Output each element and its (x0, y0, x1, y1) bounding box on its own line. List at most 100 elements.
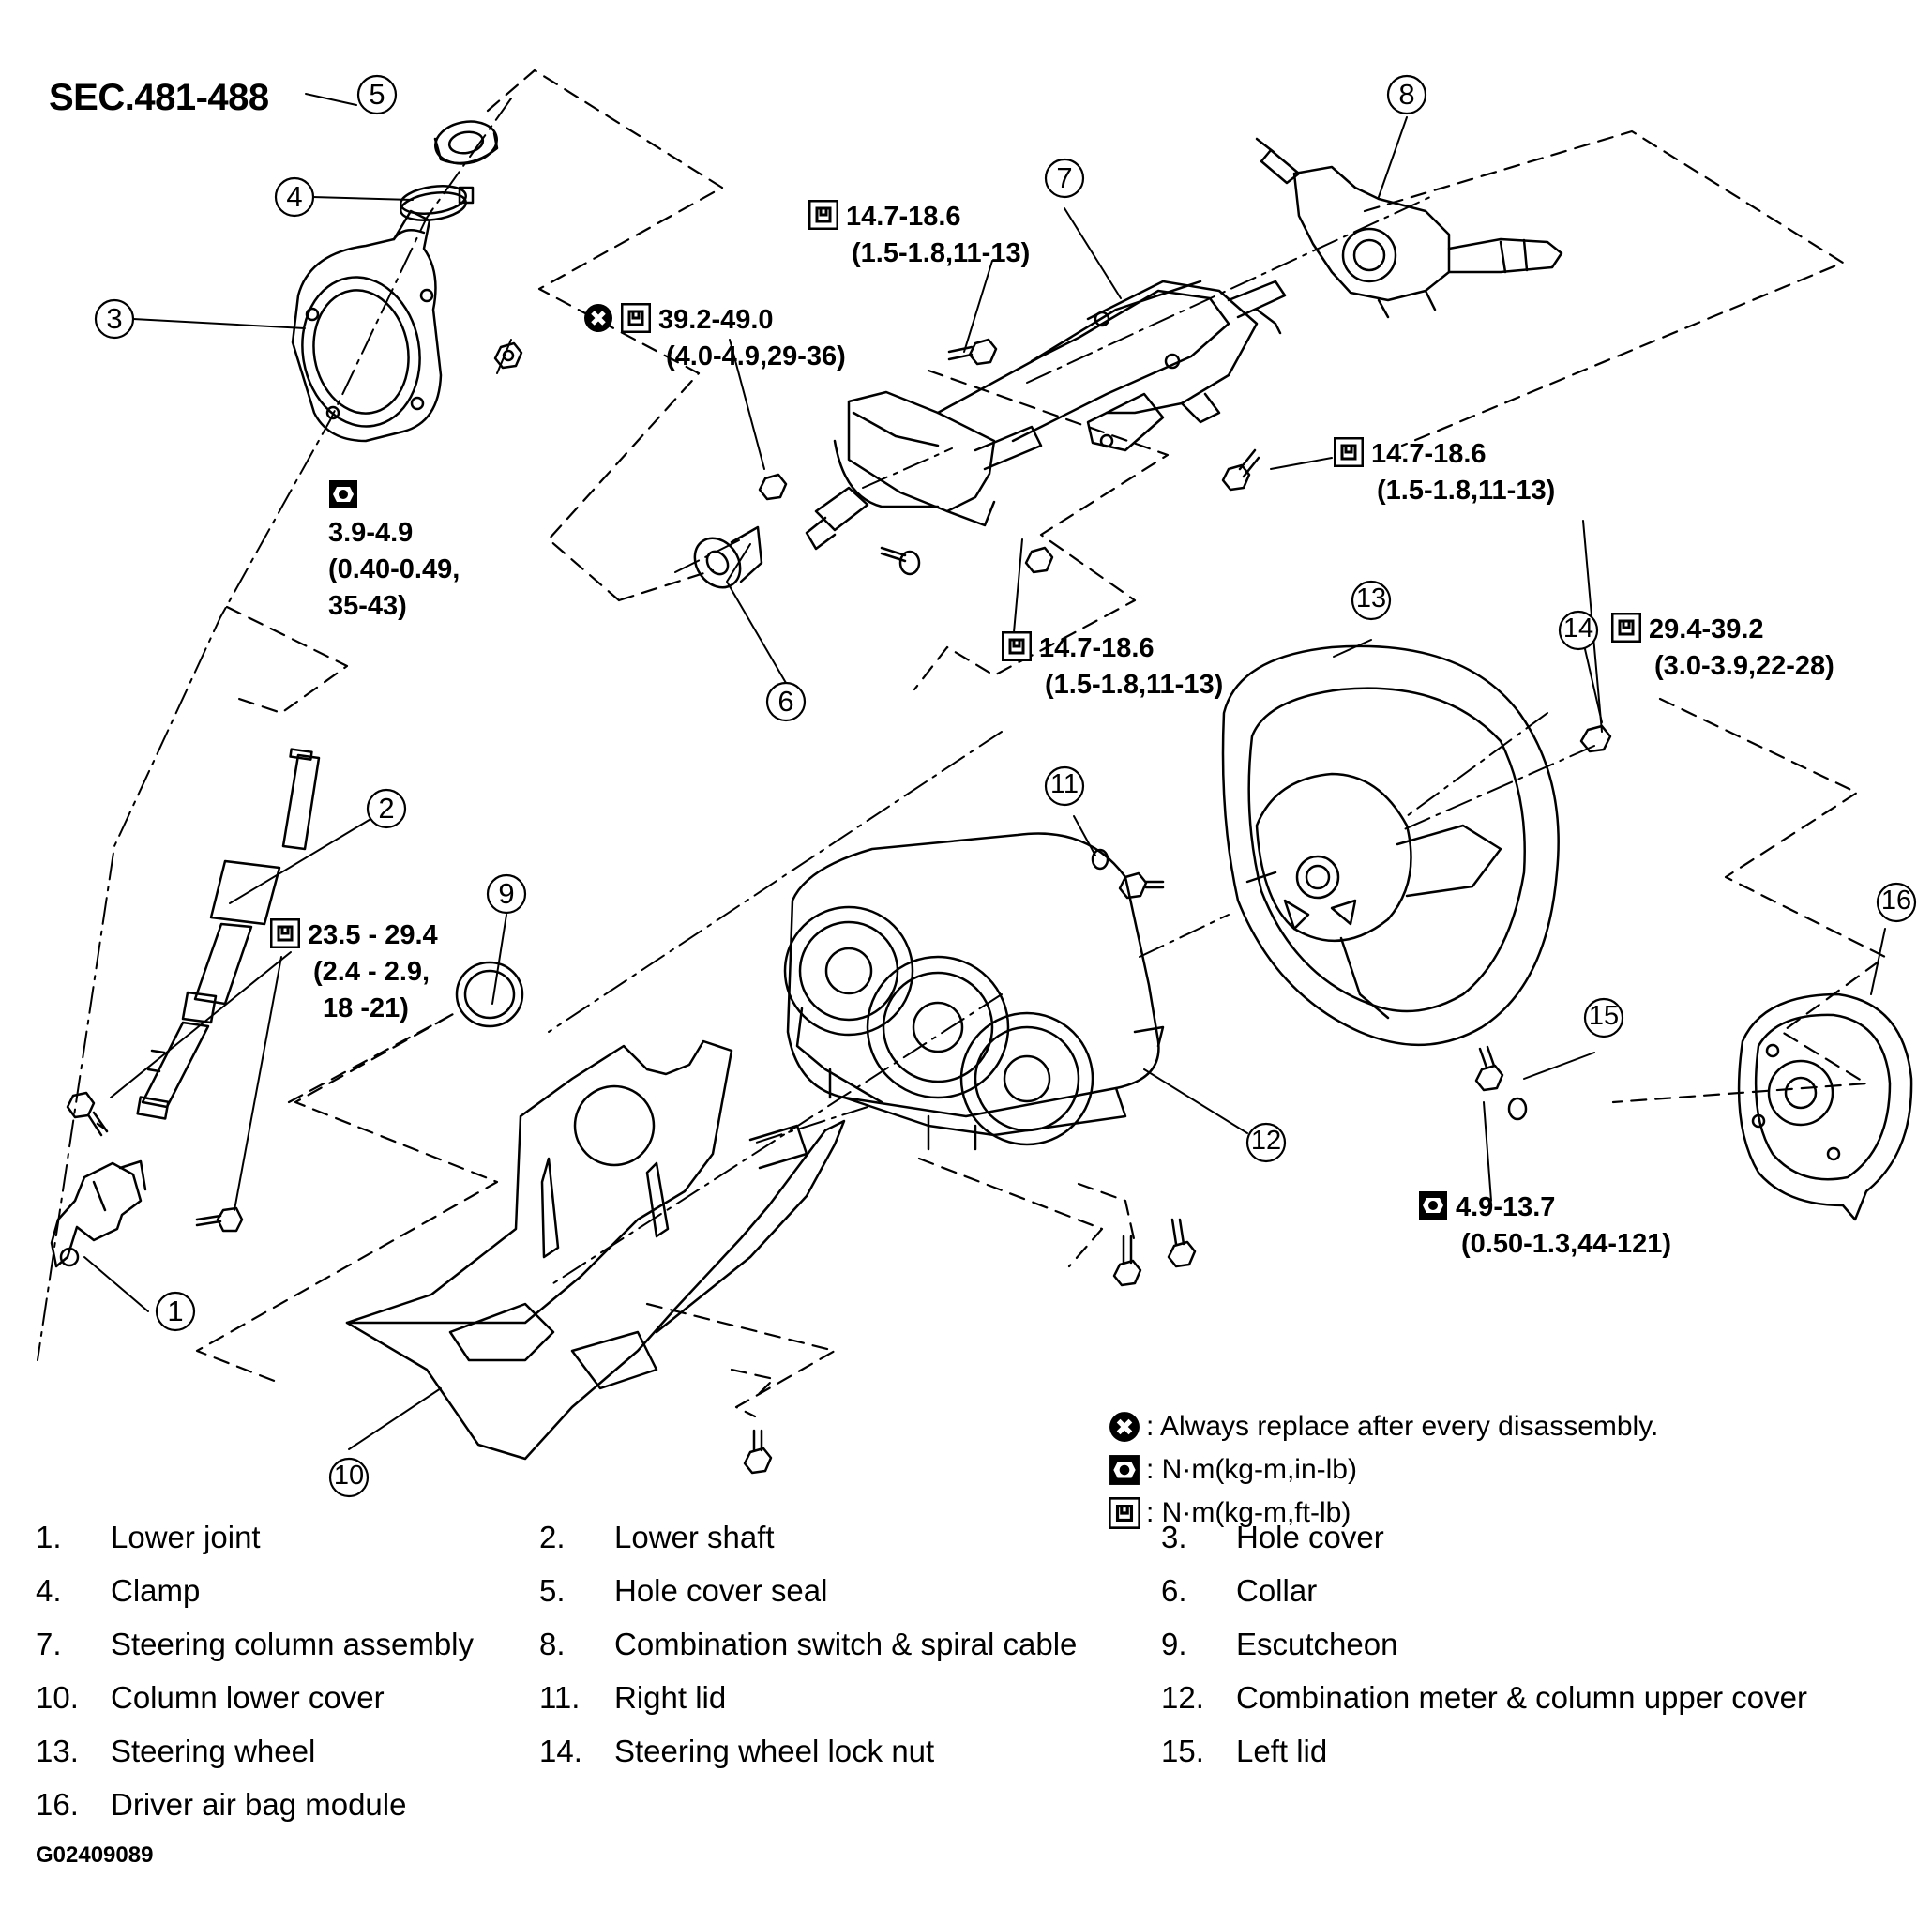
torque-column-top: 14.7-18.6 (1.5-1.8,11-13) (808, 199, 1030, 272)
section-title: SEC.481-488 (49, 77, 269, 118)
column-bolts (880, 338, 1260, 576)
callout-16 (1876, 882, 1917, 923)
nm-ftlb-icon (270, 918, 300, 948)
legend-text-ftlb: : N·m(kg-m,ft-lb) (1146, 1497, 1351, 1528)
callout-12 (1245, 1122, 1287, 1163)
part-number: 1. (36, 1520, 62, 1554)
part-name: Right lid (614, 1680, 727, 1715)
dashed-group-outlines (195, 68, 1887, 1418)
combination-meter-shape (783, 832, 1165, 1151)
clamp-shape (400, 185, 475, 221)
legend-row-ftlb: : N·m(kg-m,ft-lb) (1109, 1492, 1658, 1535)
torque-value-kgm: (0.40-0.49, (328, 554, 460, 584)
part-name: Combination meter & column upper cover (1236, 1680, 1807, 1715)
nm-inlb-icon (1419, 1191, 1447, 1220)
torque-lower-joint: 23.5 - 29.4 (2.4 - 2.9, 18 -21) (270, 917, 438, 1027)
column-lower-cover-shape (345, 1039, 846, 1461)
symbol-legend: : Always replace after every disassembly… (1109, 1405, 1658, 1535)
nm-ftlb-icon (1334, 437, 1364, 467)
part-number: 9. (1161, 1627, 1187, 1661)
callout-4 (274, 176, 315, 218)
torque-value-kgm: (4.0-4.9,29-36) (666, 341, 846, 371)
torque-value-nm: 4.9-13.7 (1418, 1189, 1671, 1226)
part-number: 7. (36, 1627, 62, 1661)
column-nut-left (758, 473, 788, 501)
part-name: Escutcheon (1236, 1627, 1398, 1661)
replace-icon (584, 304, 612, 332)
nm-ftlb-icon (1002, 631, 1032, 661)
callout-13 (1351, 580, 1392, 621)
parts-list-item: 6.Collar (1161, 1573, 1317, 1609)
callout-number-1: 1 (167, 1295, 184, 1327)
part-name: Steering wheel lock nut (614, 1734, 935, 1768)
callout-1 (155, 1291, 196, 1332)
parts-list-item: 14. Steering wheel lock nut (539, 1734, 934, 1769)
callout-number-11: 11 (1049, 769, 1079, 799)
torque-nm-text: 23.5 - 29.4 (308, 920, 438, 950)
callout-number-5: 5 (369, 78, 385, 111)
part-number: 5. (539, 1573, 566, 1608)
left-lid-shape (1507, 1097, 1528, 1121)
part-name: Lower joint (111, 1520, 261, 1554)
centre-axis-lines (37, 98, 1595, 1361)
torque-nm-text: 14.7-18.6 (1371, 439, 1487, 469)
torque-value-nm: 14.7-18.6 (1002, 630, 1223, 667)
hole-cover-seal-shape (433, 120, 499, 165)
torque-nm-text: 14.7-18.6 (846, 202, 961, 232)
torque-icon-row (328, 478, 460, 515)
callout-number-14: 14 (1562, 614, 1594, 644)
part-number: 14. (539, 1734, 582, 1768)
callout-number-2: 2 (378, 792, 395, 825)
torque-nm-text: 4.9-13.7 (1456, 1192, 1556, 1222)
nm-ftlb-icon (808, 200, 838, 230)
parts-list-item: 11.Right lid (539, 1680, 726, 1716)
torque-value-kgm: (2.4 - 2.9, (313, 957, 430, 987)
torque-lock-nut: 29.4-39.2 (3.0-3.9,22-28) (1611, 612, 1834, 685)
callout-7 (1044, 158, 1085, 199)
part-number: 4. (36, 1573, 62, 1608)
escutcheon-shape (455, 961, 524, 1028)
parts-list-item: 9. Escutcheon (1161, 1627, 1397, 1662)
lock-nut-shape (1579, 724, 1612, 753)
torque-airbag-bolt: 4.9-13.7 (0.50-1.3,44-121) (1418, 1189, 1671, 1263)
part-number: 6. (1161, 1573, 1187, 1608)
callout-number-7: 7 (1056, 161, 1073, 194)
part-name: Column lower cover (111, 1680, 385, 1715)
hole-cover-shape (291, 209, 443, 443)
nm-inlb-icon (329, 480, 357, 508)
replace-icon (1109, 1412, 1140, 1442)
part-name: Lower shaft (614, 1520, 775, 1554)
wheel-bolt-lower (1474, 1045, 1504, 1092)
torque-value-nm: 39.2-49.0 (583, 302, 846, 339)
wheel-bolt-left (1118, 871, 1165, 900)
callout-11 (1044, 765, 1085, 807)
lower-cover-bolt (743, 1429, 773, 1475)
figure-id: G02409089 (36, 1842, 154, 1868)
torque-value-nm: 29.4-39.2 (1611, 612, 1834, 648)
callout-circles (94, 74, 1917, 1498)
torque-nm-text: 39.2-49.0 (658, 305, 774, 335)
callout-number-9: 9 (498, 877, 515, 910)
callout-number-4: 4 (286, 180, 303, 213)
nm-ftlb-icon (621, 303, 651, 333)
callout-14 (1558, 610, 1599, 651)
part-number: 3. (1161, 1520, 1187, 1554)
parts-list-item: 2.Lower shaft (539, 1520, 775, 1555)
torque-value-kgm: (3.0-3.9,22-28) (1654, 651, 1834, 681)
torque-value-nm: 14.7-18.6 (1334, 436, 1555, 473)
leader-lines (83, 93, 1886, 1450)
callout-2 (366, 788, 407, 829)
torque-value-kgm: (1.5-1.8,11-13) (852, 238, 1031, 268)
callout-8 (1386, 74, 1427, 115)
lower-joint-shape (50, 1159, 147, 1268)
torque-value-lb: 18 -21) (323, 993, 409, 1023)
callout-6 (765, 681, 807, 722)
callout-9 (486, 873, 527, 915)
torque-value-kgm: (0.50-1.3,44-121) (1461, 1229, 1672, 1259)
part-name: Driver air bag module (111, 1787, 407, 1822)
legend-text-replace: : Always replace after every disassembly… (1146, 1411, 1659, 1442)
part-name: Steering wheel (111, 1734, 316, 1768)
torque-column-joint: 39.2-49.0 (4.0-4.9,29-36) (583, 302, 846, 375)
